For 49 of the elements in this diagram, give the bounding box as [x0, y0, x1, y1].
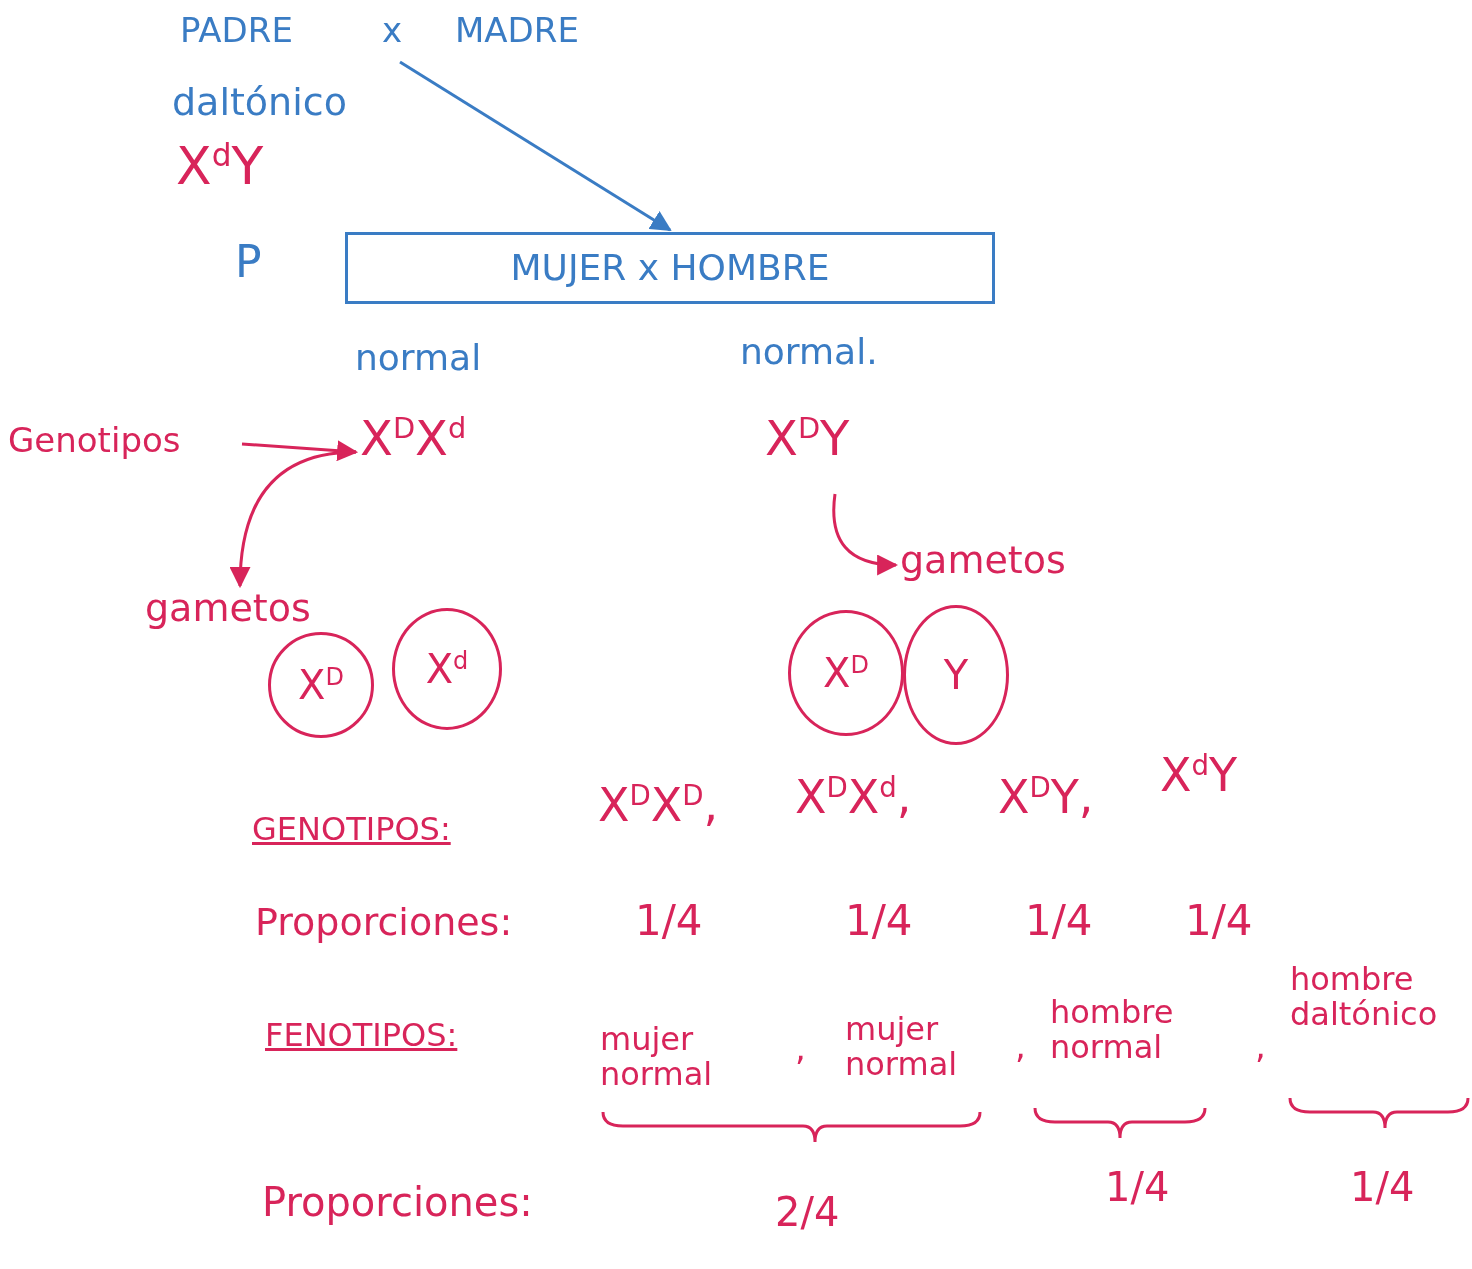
handwritten-label: hombre normal — [1050, 995, 1175, 1066]
handwritten-label: X$^{d}$Y — [176, 138, 264, 196]
handwritten-label: hombre daltónico — [1290, 962, 1439, 1033]
gamete-circle — [392, 608, 502, 730]
node-text: x — [382, 12, 422, 52]
node-text: Genotipos — [8, 422, 238, 466]
handwritten-label: , — [1015, 1028, 1026, 1066]
handwritten-label: 1/4 — [1025, 898, 1093, 945]
handwritten-label: X$^{D}$X$^{d}$, — [795, 772, 912, 823]
handwritten-label: Proporciones: — [262, 1180, 533, 1224]
allele-text: X$^{D}$ — [823, 651, 869, 695]
node-text: PADRE — [180, 12, 340, 52]
arrow — [241, 440, 359, 462]
handwritten-label: X$^{D}$X$^{D}$, — [598, 780, 719, 831]
arrow — [832, 493, 899, 575]
handwritten-label: FENOTIPOS: — [265, 1018, 458, 1054]
handwritten-label: mujer normal — [600, 1022, 714, 1093]
handwritten-label: P — [235, 238, 262, 287]
arrow — [399, 60, 672, 232]
gamete-circle — [903, 605, 1009, 745]
node-text: X$^{D}$X$^{d}$ — [360, 412, 530, 492]
handwritten-label: normal — [355, 338, 482, 378]
parental-cross-box — [345, 232, 995, 304]
handwritten-label: 2/4 — [775, 1190, 840, 1234]
handwritten-label: daltónico — [172, 82, 347, 124]
node-text: gametos — [900, 540, 1100, 590]
handwritten-label: 1/4 — [1350, 1165, 1415, 1209]
handwritten-label: 1/4 — [845, 898, 913, 945]
node-text: MADRE — [455, 12, 615, 52]
cross-text: MUJER x HOMBRE — [510, 248, 830, 288]
handwritten-label: 1/4 — [1185, 898, 1253, 945]
handwritten-label: mujer normal — [845, 1012, 959, 1083]
gamete-circle — [268, 632, 374, 738]
allele-text: X$^{D}$ — [298, 663, 344, 707]
handwritten-label: normal. — [740, 332, 878, 372]
node-text: X$^{D}$Y — [765, 412, 905, 492]
gamete-circle — [788, 610, 904, 736]
allele-text: Y — [943, 653, 969, 697]
handwritten-label: , — [1255, 1028, 1266, 1066]
handwritten-label: GENOTIPOS: — [252, 812, 451, 848]
arrow — [230, 450, 357, 589]
allele-text: X$^{d}$ — [425, 647, 469, 691]
handwritten-label: X$^{D}$Y, — [998, 772, 1094, 823]
node-text: gametos — [145, 588, 335, 638]
handwritten-label: Proporciones: — [255, 902, 513, 944]
handwritten-label: , — [795, 1030, 806, 1068]
handwritten-label: 1/4 — [1105, 1165, 1170, 1209]
handwritten-label: 1/4 — [635, 898, 703, 945]
handwritten-label: X$^{d}$Y — [1160, 750, 1238, 801]
